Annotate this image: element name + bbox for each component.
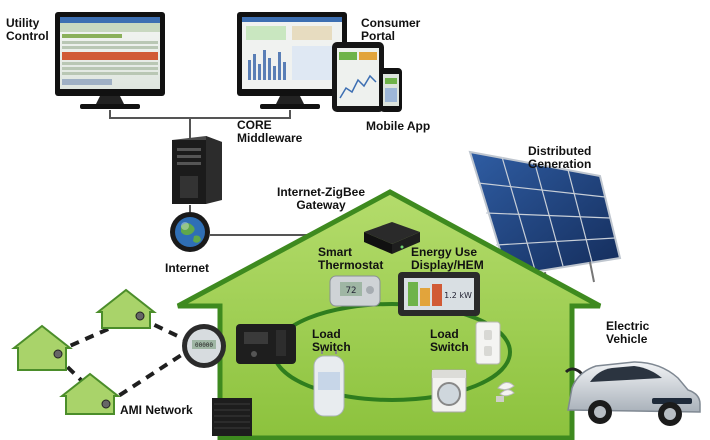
internet-globe-icon	[170, 212, 210, 252]
distributed-generation-label: Distributed Generation	[528, 144, 592, 171]
energy-display-icon: 1.2 kW	[398, 272, 480, 316]
smart-thermostat-icon: 72	[329, 275, 381, 307]
thermostat-reading: 72	[346, 286, 357, 296]
top-connector-lines	[109, 110, 291, 138]
meter-reading: 00000	[195, 342, 213, 349]
node-meter-icon	[53, 311, 145, 409]
display-reading: 1.2 kW	[444, 291, 472, 300]
tablet-icon	[332, 42, 384, 112]
gateway-box-icon	[364, 222, 420, 254]
electric-car-icon	[567, 361, 701, 426]
load-switch-box-icon	[236, 324, 296, 364]
cfl-bulb-icon	[496, 382, 515, 402]
mobile-app-label: Mobile App	[366, 119, 431, 133]
utility-control-label: Utility Control	[6, 16, 49, 43]
server-tower-icon	[172, 136, 222, 204]
load-switch-left-label: Load Switch	[312, 327, 351, 354]
ac-unit-icon	[212, 398, 252, 436]
electric-vehicle-label: Electric Vehicle	[606, 319, 650, 346]
energy-display-label: Energy Use Display/HEM	[411, 245, 484, 272]
utility-control-monitor-icon	[55, 12, 165, 109]
ami-network-label: AMI Network	[120, 403, 193, 417]
wall-outlet-switch-icon	[475, 321, 501, 365]
internet-label: Internet	[165, 261, 210, 275]
gateway-label: Internet-ZigBee Gateway	[277, 185, 366, 212]
consumer-portal-label: Consumer Portal	[361, 16, 421, 43]
washing-machine-icon	[431, 369, 467, 413]
load-switch-right-label: Load Switch	[430, 327, 469, 354]
phone-icon	[380, 68, 402, 112]
small-house-icon	[11, 288, 157, 415]
core-middleware-label: CORE Middleware	[237, 118, 303, 145]
water-heater-icon	[313, 350, 345, 417]
electric-meter-icon: 00000	[182, 324, 226, 368]
consumer-portal-monitor-icon	[237, 12, 347, 109]
smart-thermostat-label: Smart Thermostat	[318, 245, 384, 272]
